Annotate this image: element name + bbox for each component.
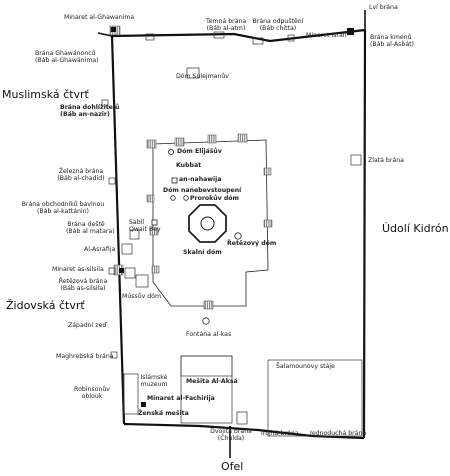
- west-small-3: [108, 267, 116, 275]
- label-zapadni-zed: Západní zeď: [68, 322, 107, 329]
- gate-box-e: [350, 154, 362, 166]
- label-zenska-mesita: Ženská mešita: [138, 410, 189, 417]
- minaret-silsila-sq: [119, 268, 124, 273]
- label-udoli-kidron: Údolí Kidrón: [382, 222, 449, 235]
- platform-stair-w3: [149, 227, 159, 236]
- platform-stair-w2: [146, 194, 155, 203]
- south-box-1: [236, 411, 248, 425]
- label-skalni-dom: Skalní dóm: [183, 249, 222, 256]
- label-minaret-israil: Minaret Israil: [306, 32, 347, 39]
- label-brana-destu: Brána deště(Báb al matara): [66, 221, 115, 236]
- label-temna-brana: Temná brána(Báb al-atm): [206, 18, 247, 33]
- dome-of-the-rock: [188, 204, 227, 243]
- north-wall: [111, 28, 366, 43]
- label-brana-kmenu: Brána kmenů(Báb al-Asbát): [370, 34, 414, 49]
- label-trojita-brana: Trojitá brána: [260, 430, 299, 437]
- upper-platform: [152, 139, 269, 307]
- platform-stair-n3: [237, 133, 248, 143]
- west-small-1: [101, 99, 109, 107]
- solomon-dome-box: [186, 67, 200, 79]
- label-kubbat-sub: an-nahawija: [179, 176, 222, 183]
- solomon-stables: [267, 359, 363, 437]
- fountain-al-kas: [202, 317, 210, 325]
- west-wall: [110, 35, 126, 425]
- minaret-israil-sq: [347, 28, 354, 35]
- label-prorokuv-dom: Prorokův dóm: [190, 195, 239, 202]
- label-zelezna-brana: Železná brána(Báb al-chadíd): [57, 168, 105, 183]
- kubbat-square: [171, 177, 178, 184]
- label-mesita-aksa: Mešita Al-Aksá: [186, 378, 238, 385]
- north-small-2: [252, 37, 264, 45]
- label-ofel: Ofel: [221, 460, 244, 473]
- label-salamounovy-staje: Šalamounovy stáje: [276, 363, 335, 370]
- label-zidovska-ctvrt: Židovská čtvrť: [6, 299, 85, 312]
- platform-stair-sw: [151, 265, 160, 274]
- label-dom-elijasuv: Dóm Elijášův: [177, 148, 222, 155]
- northwest-small: [145, 33, 155, 41]
- minaret-fachirija-sq: [141, 402, 146, 407]
- platform-stair-w1: [146, 139, 157, 149]
- al-aqsa-inner: [180, 355, 233, 377]
- label-retezovy-dom: Řetězový dóm: [227, 240, 277, 247]
- label-zlata-brana: Zlatá brána: [368, 157, 404, 164]
- west-small-2: [108, 177, 116, 185]
- platform-stair-e2: [263, 219, 273, 228]
- label-jednoducha-brana: Jednoduchá brána: [310, 430, 367, 437]
- label-levi-brana: Lví brána: [369, 4, 398, 11]
- platform-stair-n2: [207, 134, 217, 144]
- silsila-box: [124, 267, 136, 279]
- label-brana-dohlizitelu: Brána dohlížitelů(Báb an-nazir): [60, 104, 120, 119]
- south-wall: [123, 422, 365, 440]
- sabil-square: [151, 219, 158, 226]
- prophet-dome: [183, 195, 189, 201]
- label-retezova-brana: Řetězová brána(Báb as-silsila): [58, 278, 108, 293]
- label-fontana: Fontána al-kas: [186, 331, 232, 338]
- label-brana-ghawanima: Brána Ghawánonců(Báb al-Ghawánima): [35, 50, 99, 65]
- label-brana-obchodniku: Brána obchodníků bavlnou(Báb al-kattánin…: [21, 201, 105, 216]
- label-dom-sulejmanuv: Dóm Sulejmanův: [176, 73, 229, 80]
- platform-stair-n1: [174, 137, 185, 147]
- ascension-dome: [170, 195, 176, 201]
- label-kubbat: Kubbat: [176, 162, 202, 169]
- west-small-4: [110, 351, 118, 359]
- label-al-asrafija: Al-Asrafija: [84, 246, 116, 253]
- platform-stair-s: [203, 300, 214, 310]
- label-dvojita-brana: Dvojitá brána(Chulda): [210, 428, 252, 443]
- north-small-1: [213, 31, 225, 39]
- asrafija-box: [121, 243, 133, 255]
- label-muslimska-ctvrt: Muslimská čtvrť: [2, 88, 89, 101]
- elijah-dome: [168, 149, 174, 155]
- platform-stair-e1: [263, 167, 272, 176]
- mussuv-box: [135, 274, 149, 288]
- north-dark-sq: [111, 27, 116, 32]
- compound-walls: [110, 28, 367, 440]
- chain-dome: [234, 232, 242, 240]
- label-minaret-ghawanima: Minaret al-Ghawanima: [64, 14, 135, 21]
- label-dom-nanebevstoupeni: Dóm nanebevstoupení: [163, 187, 242, 194]
- islamic-museum: [123, 373, 139, 415]
- label-minaret-fachirija: Minaret al-Fachirija: [147, 395, 215, 402]
- east-wall: [362, 29, 367, 439]
- label-mussuv-dom: Mússův dóm: [122, 293, 161, 300]
- label-minaret-silsila: Minaret as-silsila: [52, 266, 104, 273]
- nw-wall-ext: [97, 32, 113, 37]
- label-maghrebska-brana: Maghrebská brána: [56, 353, 114, 360]
- north-small-3: [287, 34, 295, 42]
- label-brana-odpusteni: Brána odpuštění(Báb chitta): [252, 18, 304, 33]
- misc-box-1: [129, 229, 140, 240]
